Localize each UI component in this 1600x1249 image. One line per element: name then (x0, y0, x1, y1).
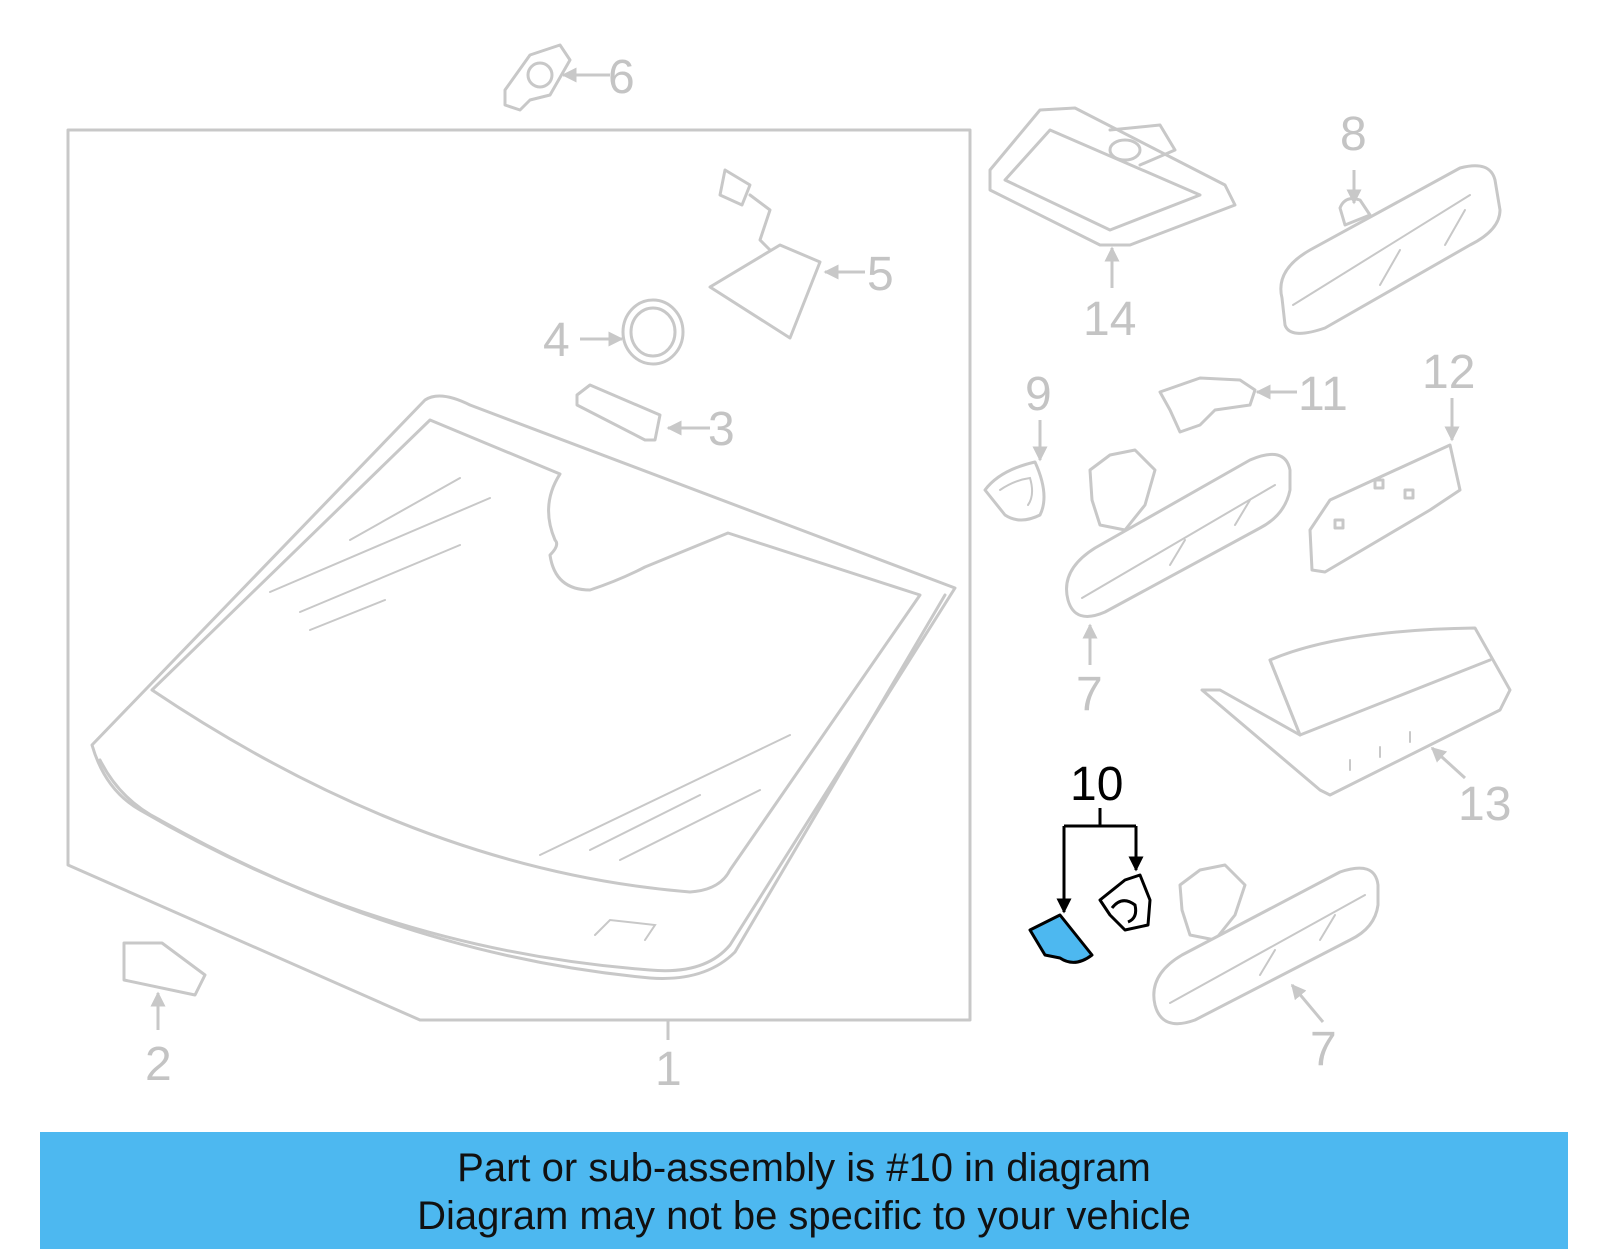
part-5-bracket (708, 168, 822, 340)
callout-14: 14 (1083, 293, 1136, 346)
part-6-sensor (503, 43, 572, 112)
part-8-mirror (1279, 164, 1502, 335)
callout-6: 6 (608, 51, 635, 104)
callout-3: 3 (708, 403, 735, 456)
callout-1: 1 (655, 1043, 682, 1096)
callout-labels: 1 2 3 4 5 6 7 7 8 9 10 11 12 13 14 (145, 51, 1511, 1096)
callout-7-bottom: 7 (1310, 1023, 1337, 1076)
part-13-console (1200, 626, 1512, 797)
part-7-mirror-bottom (1152, 863, 1380, 1026)
callout-11: 11 (1298, 368, 1348, 421)
part-3-block (575, 383, 662, 442)
part-4-ring (621, 298, 685, 366)
windshield-glass (90, 394, 957, 980)
part-12-trim (1308, 443, 1462, 574)
part-11-cover (1158, 376, 1257, 434)
callout-12: 12 (1422, 346, 1475, 399)
callout-5: 5 (867, 248, 894, 301)
callout-4: 4 (543, 314, 570, 367)
callout-13: 13 (1458, 778, 1511, 831)
callout-9: 9 (1025, 368, 1052, 421)
callout-7-middle: 7 (1076, 668, 1103, 721)
callout-10: 10 (1070, 758, 1123, 811)
part-10-highlighted (1028, 873, 1152, 964)
part-14-console (988, 106, 1237, 247)
part-10-cover-blue (1028, 913, 1094, 964)
callout-8: 8 (1340, 108, 1367, 161)
part-2-wedge (122, 941, 207, 997)
banner-line-1: Part or sub-assembly is #10 in diagram (457, 1146, 1151, 1190)
part-10-clip (1098, 873, 1152, 932)
leader-lines (150, 67, 1467, 1040)
part-7-mirror-middle (1065, 448, 1292, 618)
info-banner: Part or sub-assembly is #10 in diagram D… (40, 1132, 1568, 1249)
windshield-box (66, 128, 972, 1022)
callout-2: 2 (145, 1038, 172, 1091)
part-9-clip (983, 460, 1046, 522)
banner-line-2: Diagram may not be specific to your vehi… (417, 1194, 1191, 1238)
part-10-leader (1056, 808, 1144, 914)
